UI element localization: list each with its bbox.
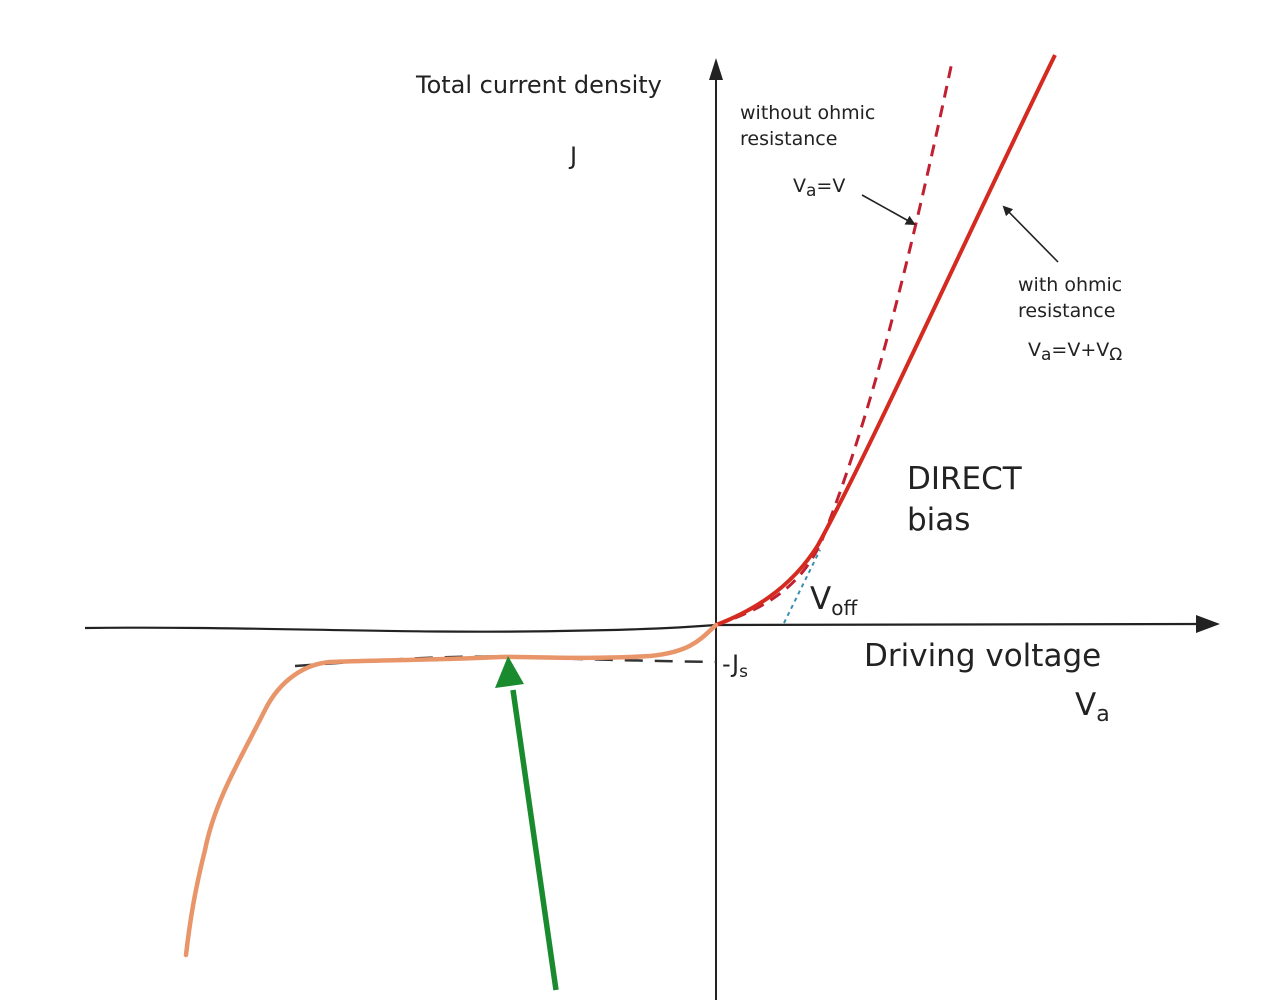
with-ohmic-pointer (1002, 205, 1059, 263)
with-ohmic-label-line2: resistance (1018, 300, 1115, 322)
y-axis-symbol: J (568, 142, 577, 170)
x-axis-title: Driving voltage (864, 638, 1101, 674)
background-panel (158, 690, 718, 1000)
ohmic-diode-curve (715, 54, 1057, 627)
direct-bias-label-line1: DIRECT (907, 461, 1023, 497)
with-ohmic-label-line1: with ohmic (1018, 274, 1122, 296)
without-ohmic-label-line1: without ohmic (740, 102, 875, 124)
js-label: -Js (722, 650, 748, 682)
ideal-diode-curve (715, 61, 954, 627)
x-axis (84, 622, 1199, 633)
without-ohmic-pointer (861, 194, 916, 225)
x-axis-arrowhead (1196, 615, 1220, 633)
reverse-breakdown-sketch (183, 622, 719, 958)
without-ohmic-label-line2: resistance (740, 128, 837, 150)
direct-bias-label-line2: bias (907, 502, 970, 538)
y-axis-arrowhead (709, 58, 723, 80)
x-axis-symbol: Va (1075, 687, 1110, 727)
without-ohmic-equation: Va=V (793, 175, 845, 201)
voff-label: Voff (810, 581, 858, 620)
y-axis-title: Total current density (415, 71, 662, 99)
with-ohmic-equation: Va=V+VΩ (1028, 339, 1122, 365)
green-pointer-arrow-shaft (510, 689, 559, 991)
green-pointer-arrowhead (495, 656, 524, 688)
voff-tangent-line (783, 549, 821, 624)
